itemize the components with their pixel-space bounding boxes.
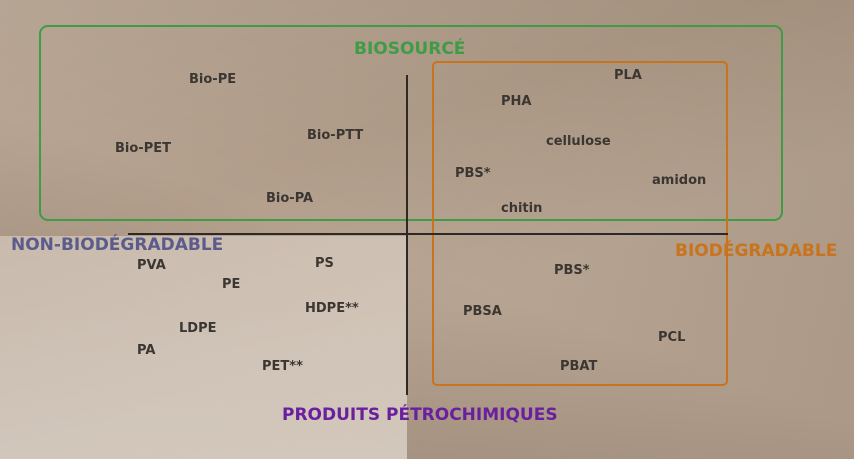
material-bio-pe: Bio-PE: [189, 72, 237, 87]
material-amidon: amidon: [652, 173, 707, 188]
material-pcl: PCL: [658, 330, 686, 345]
material-pa: PA: [137, 343, 156, 358]
material-pva: PVA: [137, 258, 166, 273]
material-bio-ptt: Bio-PTT: [307, 128, 364, 143]
material-pbs-biosource: PBS*: [455, 166, 491, 181]
light-paper-patch: [0, 236, 407, 459]
material-hdpe: HDPE**: [305, 301, 359, 316]
horizontal-axis: [128, 233, 728, 235]
material-pe: PE: [222, 277, 241, 292]
material-cellulose: cellulose: [546, 134, 611, 149]
material-ps: PS: [315, 256, 334, 271]
biosource-region: [39, 25, 783, 221]
material-pla: PLA: [614, 68, 642, 83]
material-pbsa: PBSA: [463, 304, 502, 319]
material-pet: PET**: [262, 359, 303, 374]
biodegradable-region: [432, 61, 728, 386]
material-bio-pa: Bio-PA: [266, 191, 314, 206]
axis-label-biosource: BIOSOURCÉ: [354, 39, 466, 59]
axis-label-petrochemical: PRODUITS PÉTROCHIMIQUES: [282, 405, 558, 425]
axis-label-non-biodegradable: NON-BIODÉGRADABLE: [11, 235, 224, 255]
material-bio-pet: Bio-PET: [115, 141, 171, 156]
axis-label-biodegradable: BIODÉGRADABLE: [675, 241, 838, 261]
material-pha: PHA: [501, 94, 532, 109]
vertical-axis: [406, 75, 408, 395]
material-chitin: chitin: [501, 201, 543, 216]
material-pbs-petrochemical: PBS*: [554, 263, 590, 278]
material-ldpe: LDPE: [179, 321, 217, 336]
material-pbat: PBAT: [560, 359, 598, 374]
